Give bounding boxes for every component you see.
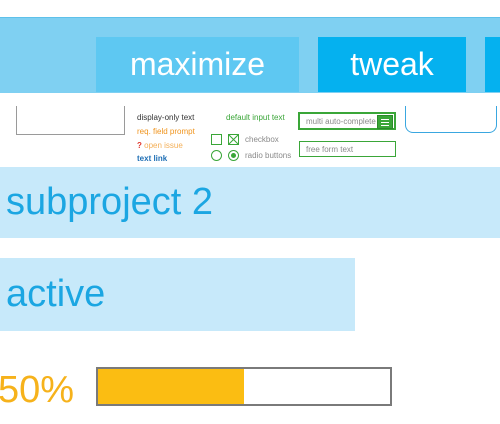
tweak-button[interactable]: tweak <box>318 37 466 92</box>
maximize-button-label: maximize <box>129 46 266 82</box>
radio-dot <box>231 153 236 158</box>
legend-display-only-text: display-only text <box>137 113 195 122</box>
status-label: active <box>6 273 106 315</box>
subproject-label-bar: subproject 2 <box>0 167 500 238</box>
tweak-button-label: tweak <box>350 46 434 82</box>
legend-required-field-prompt: req. field prompt <box>137 127 195 136</box>
multi-autocomplete-placeholder: multi auto-complete <box>306 117 376 126</box>
list-icon[interactable] <box>377 115 393 129</box>
open-issue-marker: ? <box>137 141 142 150</box>
progress-bar-fill <box>98 369 244 404</box>
status-label-bar: active <box>0 258 355 331</box>
checkbox-checked[interactable] <box>228 134 239 145</box>
progress-percent-text: 50% <box>0 369 75 411</box>
legend-sample-rounded-box <box>405 106 497 133</box>
open-issue-label: open issue <box>144 141 183 150</box>
subproject-label: subproject 2 <box>6 181 214 223</box>
maximize-button[interactable]: maximize <box>96 37 299 92</box>
legend-checkbox-label: checkbox <box>245 135 279 144</box>
top-toolbar: maximize tweak <box>0 17 500 93</box>
legend-radio-label: radio buttons <box>245 151 292 160</box>
free-form-placeholder: free form text <box>306 145 354 154</box>
progress-bar <box>96 367 392 406</box>
radio-empty[interactable] <box>211 150 222 161</box>
legend-open-issue: ? open issue <box>137 141 183 150</box>
checkbox-empty[interactable] <box>211 134 222 145</box>
offscreen-button[interactable] <box>485 37 500 92</box>
legend-text-link[interactable]: text link <box>137 154 168 163</box>
legend-default-input-text: default input text <box>226 113 285 122</box>
legend-sample-box <box>16 106 125 135</box>
radio-selected[interactable] <box>228 150 239 161</box>
multi-autocomplete-input[interactable]: multi auto-complete <box>298 112 396 130</box>
checkmark-x-icon <box>229 135 238 144</box>
free-form-text-input[interactable]: free form text <box>299 141 396 157</box>
